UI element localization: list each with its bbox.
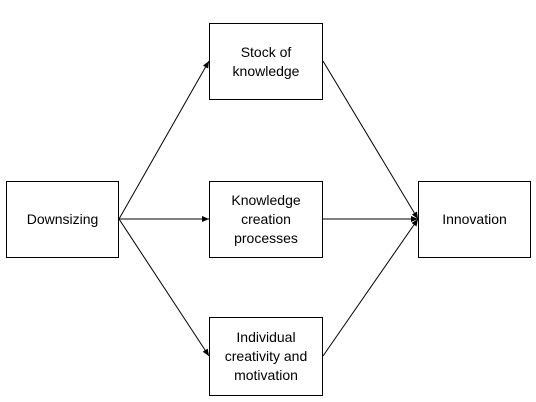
arrow-stock-to-innovation (322, 60, 419, 220)
node-knowledge-creation-processes-label: Knowledge creation processes (231, 192, 301, 246)
node-individual-creativity-label: Individual creativity and motivation (224, 329, 308, 383)
node-innovation: Innovation (418, 181, 531, 258)
node-downsizing-label: Downsizing (26, 211, 99, 227)
node-downsizing: Downsizing (6, 181, 119, 258)
arrow-downsizing-to-creativity (118, 218, 210, 357)
arrow-downsizing-to-stock (118, 60, 210, 220)
node-individual-creativity: Individual creativity and motivation (209, 317, 323, 396)
arrow-creativity-to-innovation (322, 218, 419, 357)
node-innovation-label: Innovation (442, 211, 507, 227)
node-stock-of-knowledge-label: Stock of knowledge (232, 43, 300, 79)
node-knowledge-creation-processes: Knowledge creation processes (209, 181, 323, 258)
node-stock-of-knowledge: Stock of knowledge (209, 23, 323, 100)
